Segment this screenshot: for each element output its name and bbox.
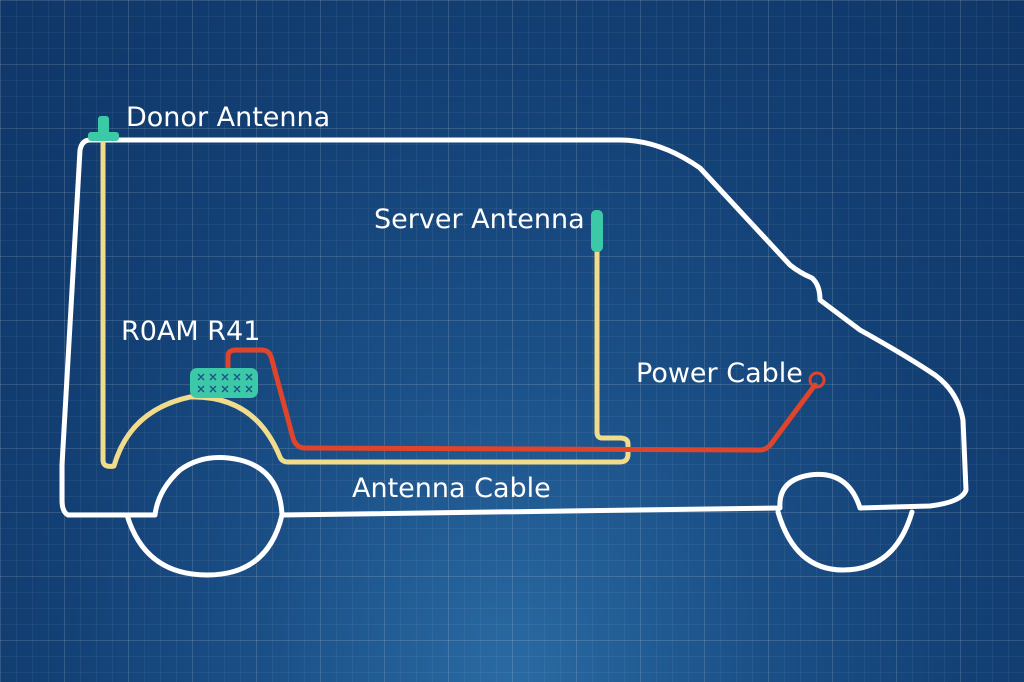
booster-unit [190,368,258,398]
power-cable-label: Power Cable [636,358,803,389]
antenna-cable [100,137,631,469]
power-plug [808,371,826,389]
server-antenna-label: Server Antenna [374,204,585,235]
rear-wheel-arch [124,512,285,578]
van-outline [59,137,969,518]
antenna-cable-label: Antenna Cable [352,473,551,504]
donor-antenna-label: Donor Antenna [126,102,331,133]
booster-label: R0AM R41 [121,316,261,347]
donor-antenna-base [88,132,119,141]
server-antenna [591,210,603,252]
power-cable [225,347,818,453]
front-wheel-arch [775,509,915,573]
